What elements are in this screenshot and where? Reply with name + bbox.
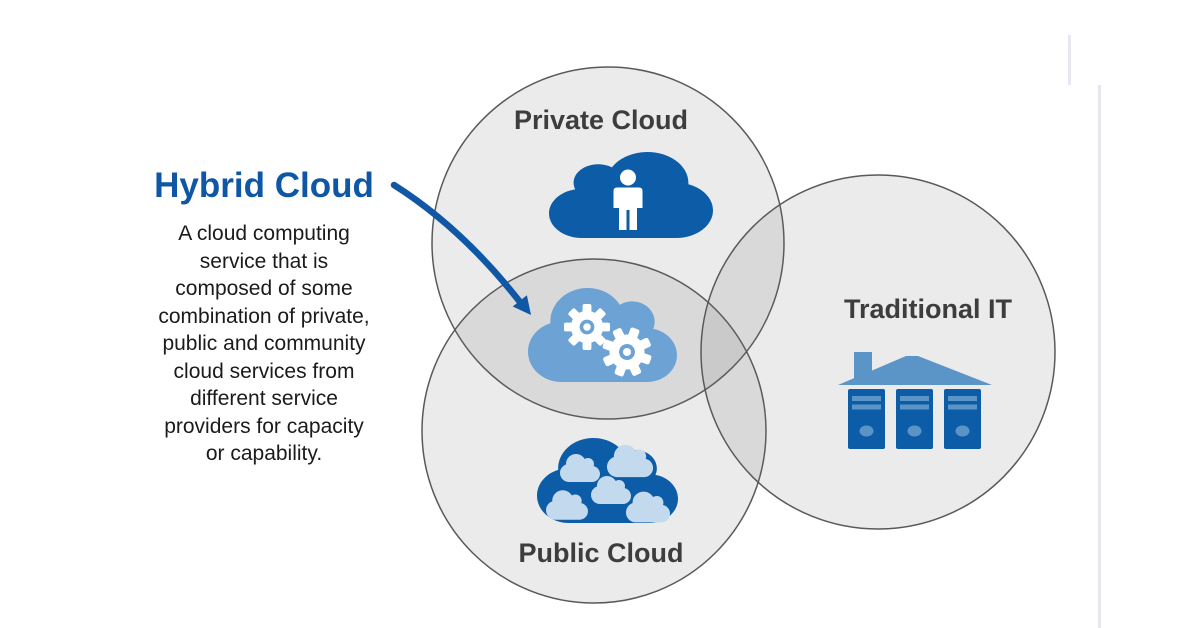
description-line: different service xyxy=(190,387,338,410)
description-line: composed of some xyxy=(175,277,353,300)
hybrid-cloud-title: Hybrid Cloud xyxy=(154,166,374,205)
traditional-it-circle xyxy=(700,174,1056,530)
public-cloud-circle xyxy=(421,258,767,604)
server-towers xyxy=(848,389,981,449)
description-line: or capability. xyxy=(205,442,323,465)
description-line: service that is xyxy=(199,249,329,273)
datacenter-servers-icon xyxy=(838,352,992,449)
private-cloud-circle xyxy=(431,66,785,420)
hybrid-cloud-description: A cloud computing service that is compos… xyxy=(104,220,424,468)
page-edge-line xyxy=(1068,35,1071,85)
description-line: A cloud computing xyxy=(178,222,350,245)
traditional-it-label: Traditional IT xyxy=(843,294,1012,324)
callout-arrow xyxy=(390,181,531,315)
public-cloud-label: Public Cloud xyxy=(518,538,684,568)
page-edge-line xyxy=(1098,85,1101,628)
description-line: cloud services from xyxy=(173,359,355,383)
cloud-with-person-icon xyxy=(549,151,713,238)
roof-shape xyxy=(838,356,992,385)
private-cloud-label: Private Cloud xyxy=(513,105,689,135)
description-line: combination of private, xyxy=(158,304,370,328)
description-line: providers for capacity xyxy=(164,414,364,438)
description-line: public and community xyxy=(162,332,366,355)
